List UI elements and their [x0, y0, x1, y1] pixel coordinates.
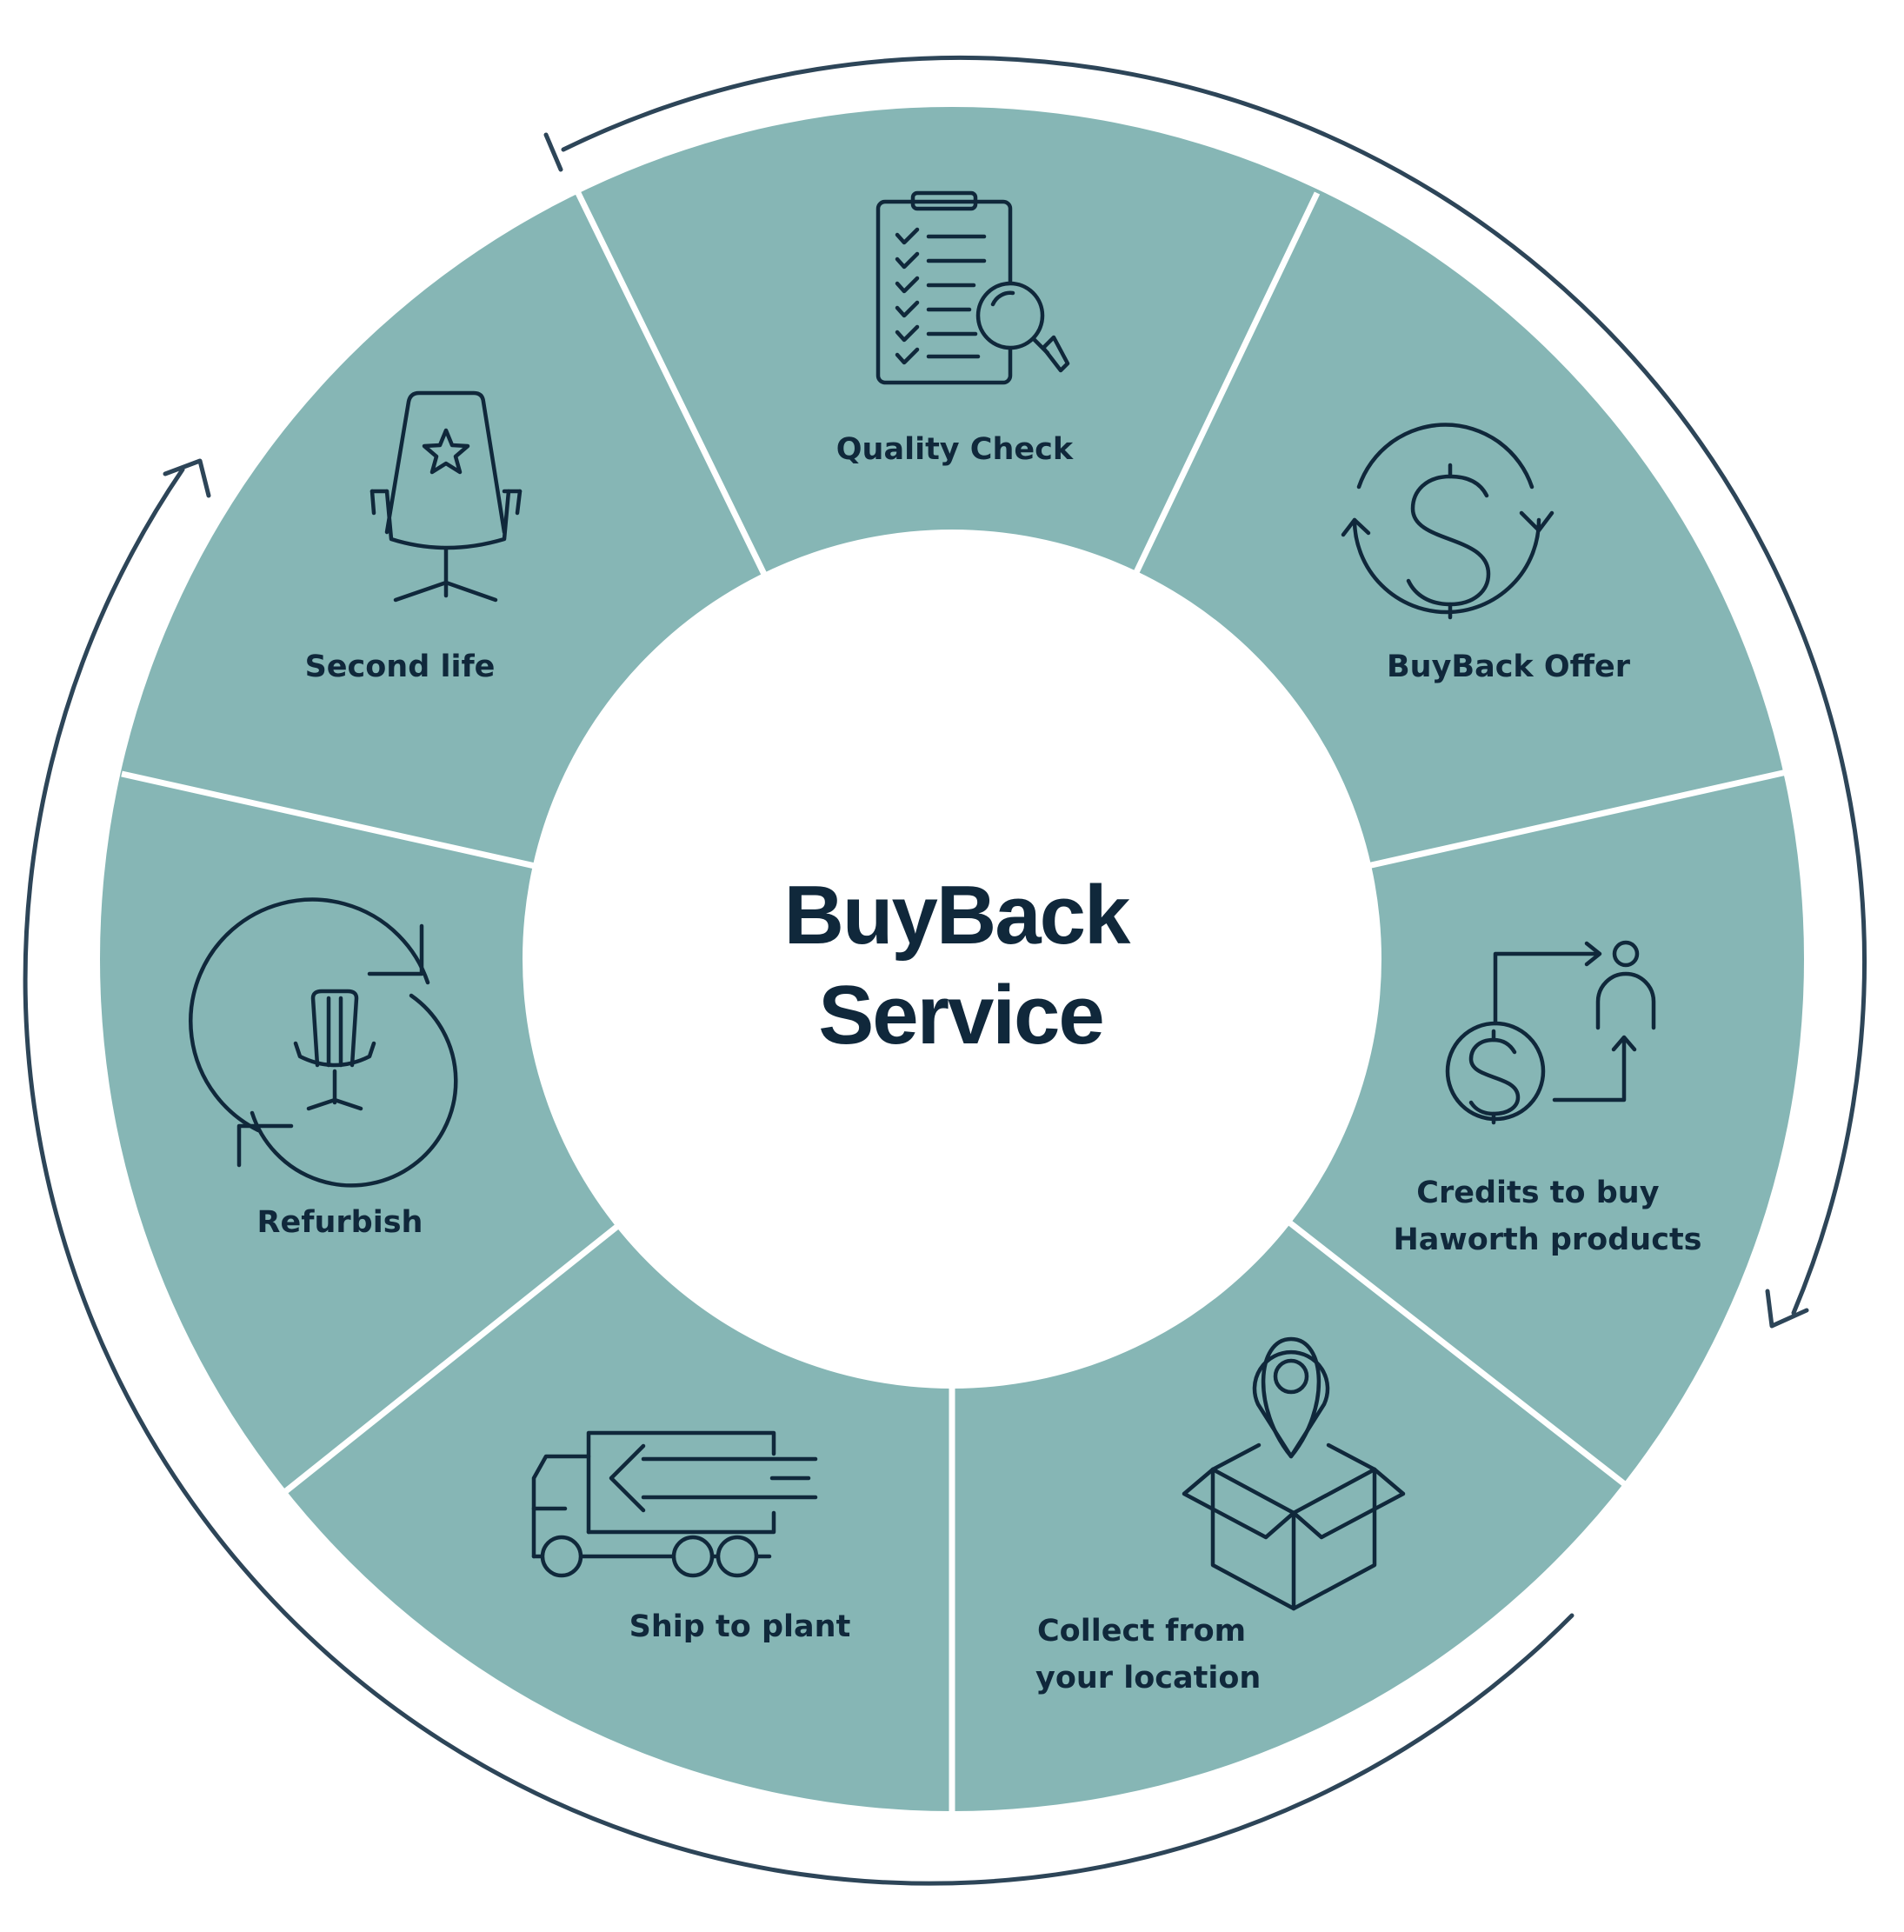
dollar-to-person-icon [1445, 940, 1656, 1125]
step-label-refurbish: Refurbish [257, 1205, 423, 1240]
cycle-arrows [23, 56, 1867, 1886]
cycle-arrow-start-tick [543, 132, 563, 172]
refurbish-chair-icon [189, 897, 458, 1188]
cycle-arrow-bottom [23, 467, 1574, 1886]
box-location-pin-icon [1182, 1336, 1406, 1611]
clipboard-magnifier-icon [875, 190, 1070, 385]
center-title-line1: BuyBack [784, 869, 1131, 962]
step-label-buyback-offer: BuyBack Offer [1387, 650, 1631, 684]
step-label-ship: Ship to plant [629, 1609, 851, 1644]
step-label-collect: Collect from your location [1035, 1614, 1261, 1695]
chair-star-icon [369, 390, 523, 603]
truck-icon [531, 1430, 818, 1578]
center-circle [523, 530, 1381, 1389]
step-label-second-life: Second life [305, 650, 496, 684]
cycle-arrow-right-head [1765, 1289, 1809, 1329]
step-label-quality-check: Quality Check [836, 432, 1074, 467]
center-title-line2: Service [818, 969, 1103, 1062]
cycle-arrow-right [561, 56, 1867, 1316]
step-label-credits: Credits to buy Haworth products [1393, 1176, 1701, 1257]
cycle-arrow-left-head [163, 458, 211, 498]
dollar-cycle-icon [1341, 423, 1554, 620]
